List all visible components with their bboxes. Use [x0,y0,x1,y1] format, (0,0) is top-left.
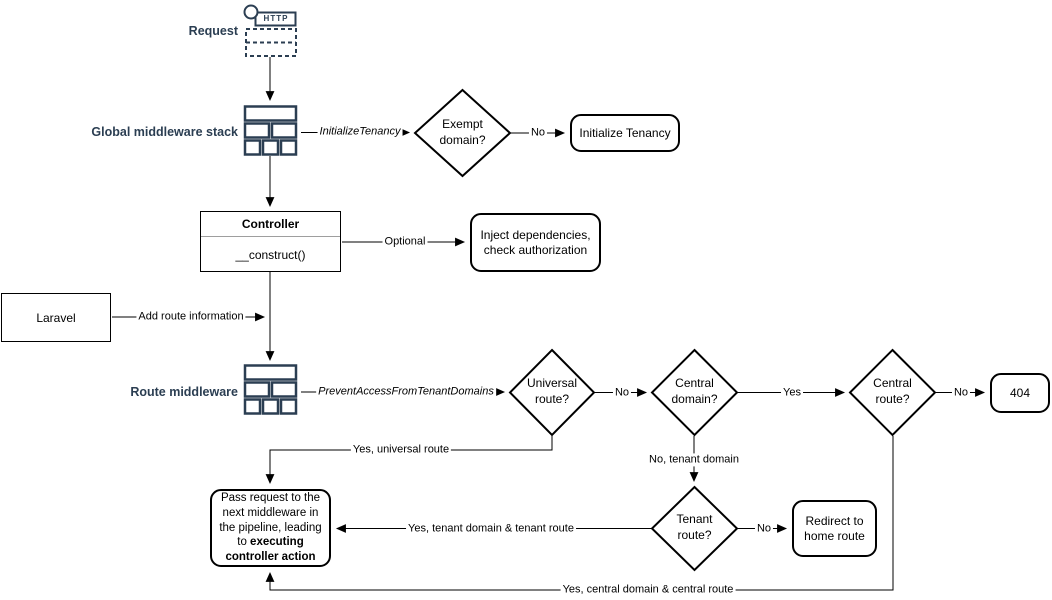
edge-label-exempt-no: No [528,125,548,140]
edge-label-central-route-no: No [951,385,971,400]
404-node: 404 [990,373,1050,413]
edge-label-tenant-route-no: No [754,521,774,536]
edge-label-no-tenant-domain: No, tenant domain [647,453,741,467]
route-middleware-stack-icon [243,364,298,415]
middleware-stack-icon [243,105,298,156]
laravel-node: Laravel [1,293,111,342]
edge-label-initialize-tenancy: InitializeTenancy [317,125,403,139]
edge-label-optional: Optional [382,235,428,249]
tenant-route-diamond [650,485,739,572]
edge-label-central-domain-yes: Yes [781,385,803,400]
404-text: 404 [1009,385,1031,400]
global-middleware-stack-label: Global middleware stack [91,125,238,139]
inject-dependencies-node: Inject dependencies, check authorization [470,213,601,272]
route-middleware-label: Route middleware [130,385,238,399]
edge-label-universal-no: No [612,385,632,400]
central-route-diamond [848,348,937,437]
laravel-text: Laravel [36,310,76,325]
edge-label-yes-central: Yes, central domain & central route [560,583,736,597]
controller-construct-method: __construct() [235,248,306,262]
edge-label-yes-universal: Yes, universal route [350,443,452,457]
central-domain-diamond [650,348,739,437]
inject-dependencies-text: Inject dependencies, check authorization [480,227,591,257]
initialize-tenancy-text: Initialize Tenancy [579,125,671,140]
request-label: Request [188,24,238,38]
edge-label-prevent-access: PreventAccessFromTenantDomains [316,385,496,399]
redirect-home-text: Redirect to home route [804,513,865,543]
redirect-home-node: Redirect to home route [792,500,877,557]
http-request-icon [243,4,297,57]
decision-diamonds [413,88,937,572]
edge-label-yes-tenant: Yes, tenant domain & tenant route [406,521,576,536]
pass-request-node: Pass request to the next middleware in t… [210,489,331,567]
universal-route-diamond [508,348,596,437]
controller-node: Controller __construct() [200,211,341,272]
exempt-domain-diamond [413,88,512,178]
initialize-tenancy-node: Initialize Tenancy [570,114,680,152]
controller-title: Controller [201,212,340,237]
http-icon-label: HTTP [263,14,289,23]
pass-request-text: Pass request to the next middleware in t… [219,491,322,564]
edge-label-add-route-info: Add route information [136,310,246,324]
